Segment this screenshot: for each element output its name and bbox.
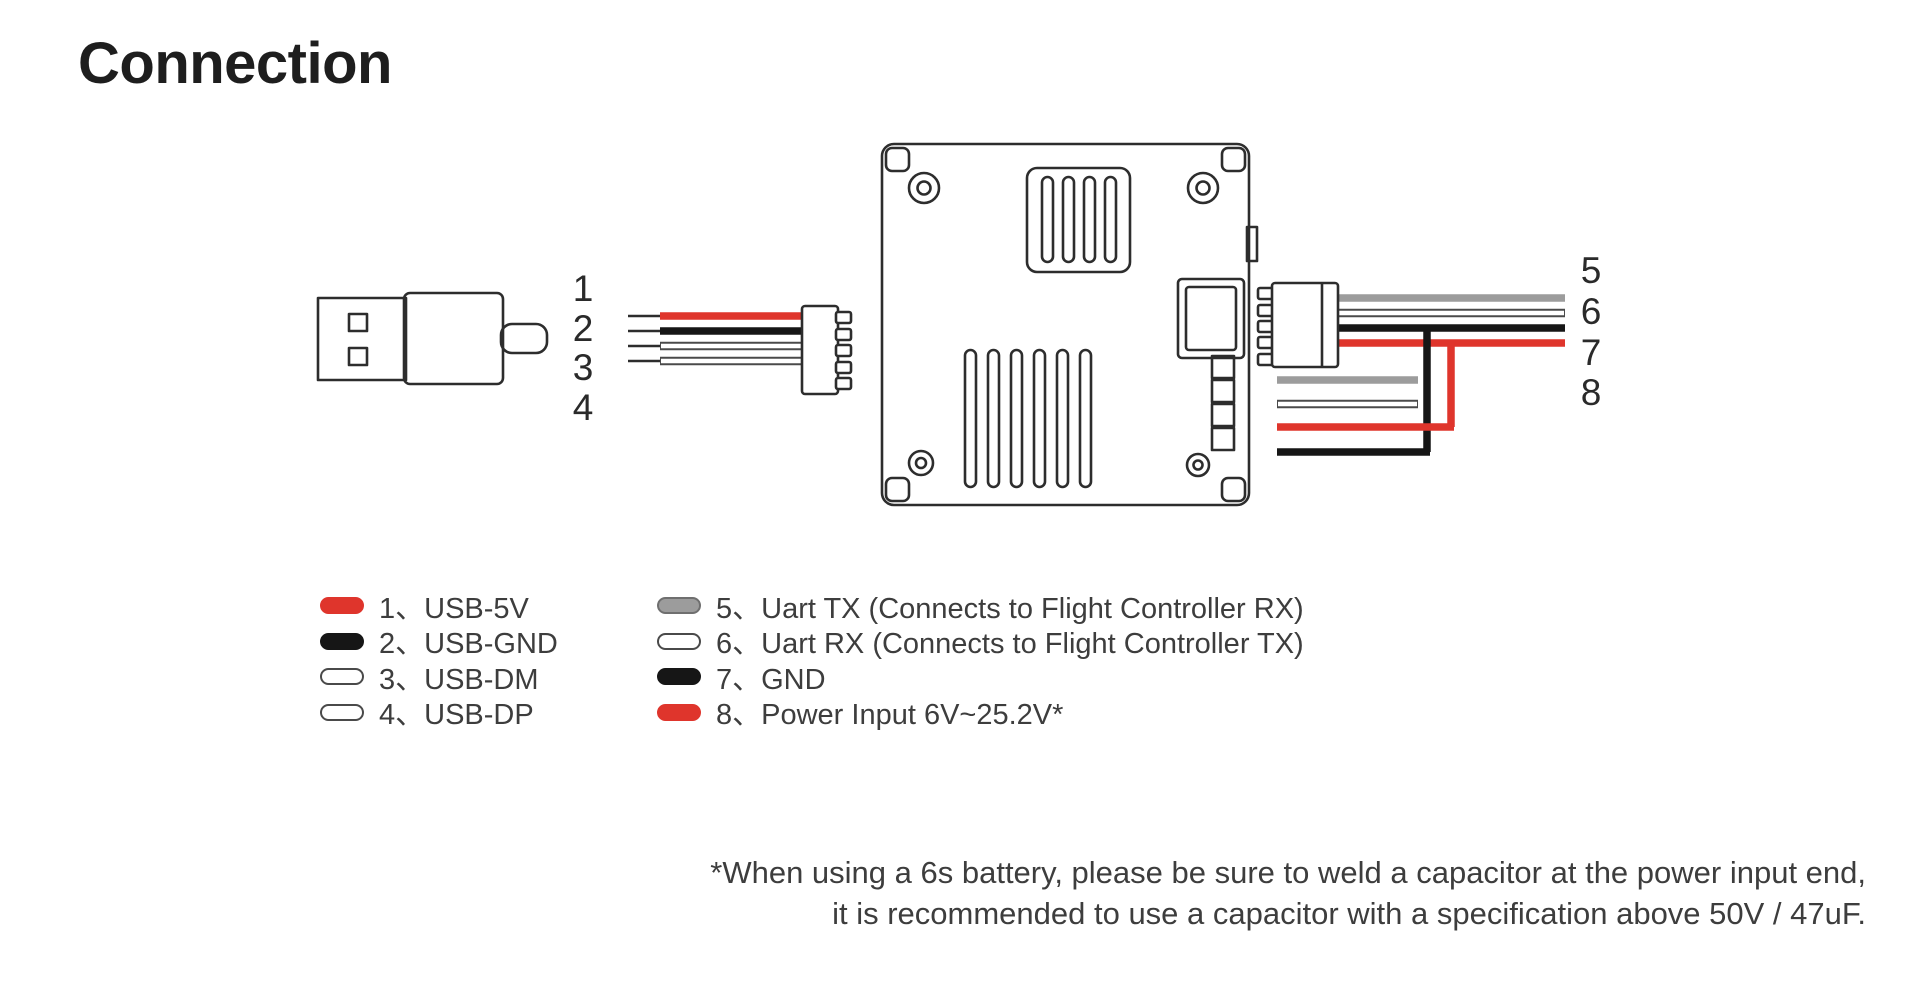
legend-item-uart-tx: 5、Uart TX (Connects to Flight Controller…	[657, 588, 1304, 625]
wire-number-2: 2	[573, 308, 594, 349]
page-title: Connection	[78, 31, 392, 96]
legend-item-uart-rx: 6、Uart RX (Connects to Flight Controller…	[657, 624, 1304, 660]
legend-label: 8、Power Input 6V~25.2V*	[716, 699, 1064, 732]
wire-swatch-white	[320, 703, 364, 721]
wire-swatch-black	[657, 668, 701, 686]
harness-connector	[1256, 281, 1340, 369]
legend-label: 6、Uart RX (Connects to Flight Controller…	[716, 628, 1304, 661]
legend-item-usb-5v: 1、USB-5V	[320, 588, 558, 625]
usb-cable-connector	[800, 304, 853, 396]
capacitor-footnote: *When using a 6s battery, please be sure…	[710, 852, 1866, 934]
wire-number-1: 1	[573, 268, 594, 309]
footnote-line-2: it is recommended to use a capacitor wit…	[832, 896, 1866, 931]
legend-item-usb-gnd: 2、USB-GND	[320, 624, 558, 660]
wire-number-5: 5	[1581, 250, 1602, 291]
legend-label: 2、USB-GND	[379, 628, 558, 661]
harness-wires	[1277, 294, 1565, 456]
wire-number-3: 3	[573, 347, 594, 388]
legend-label: 3、USB-DM	[379, 663, 539, 696]
legend-column-uart: 5、Uart TX (Connects to Flight Controller…	[657, 588, 1304, 731]
legend-label: 4、USB-DP	[379, 699, 534, 732]
wire-number-7: 7	[1581, 332, 1602, 373]
legend-item-gnd: 7、GND	[657, 659, 1304, 696]
legend-item-usb-dp: 4、USB-DP	[320, 695, 558, 731]
usb-plug	[316, 291, 549, 386]
legend-label: 7、GND	[716, 663, 826, 696]
wire-number-8: 8	[1581, 372, 1602, 413]
wire-swatch-gray	[657, 597, 701, 615]
footnote-line-1: *When using a 6s battery, please be sure…	[710, 855, 1866, 890]
circuit-board	[880, 142, 1259, 507]
wire-swatch-black	[320, 632, 364, 650]
wire-number-4: 4	[573, 387, 594, 428]
wire-number-6: 6	[1581, 291, 1602, 332]
wire-swatch-white	[657, 632, 701, 650]
legend-item-power-input: 8、Power Input 6V~25.2V*	[657, 695, 1304, 731]
legend-label: 5、Uart TX (Connects to Flight Controller…	[716, 592, 1304, 625]
legend-label: 1、USB-5V	[379, 592, 529, 625]
wire-swatch-red	[320, 597, 364, 615]
wire-swatch-white	[320, 668, 364, 686]
wire-swatch-red	[657, 703, 701, 721]
legend-column-usb: 1、USB-5V 2、USB-GND 3、USB-DM 4、USB-DP	[320, 588, 558, 731]
usb-cable-wires	[628, 312, 810, 366]
legend-item-usb-dm: 3、USB-DM	[320, 659, 558, 696]
